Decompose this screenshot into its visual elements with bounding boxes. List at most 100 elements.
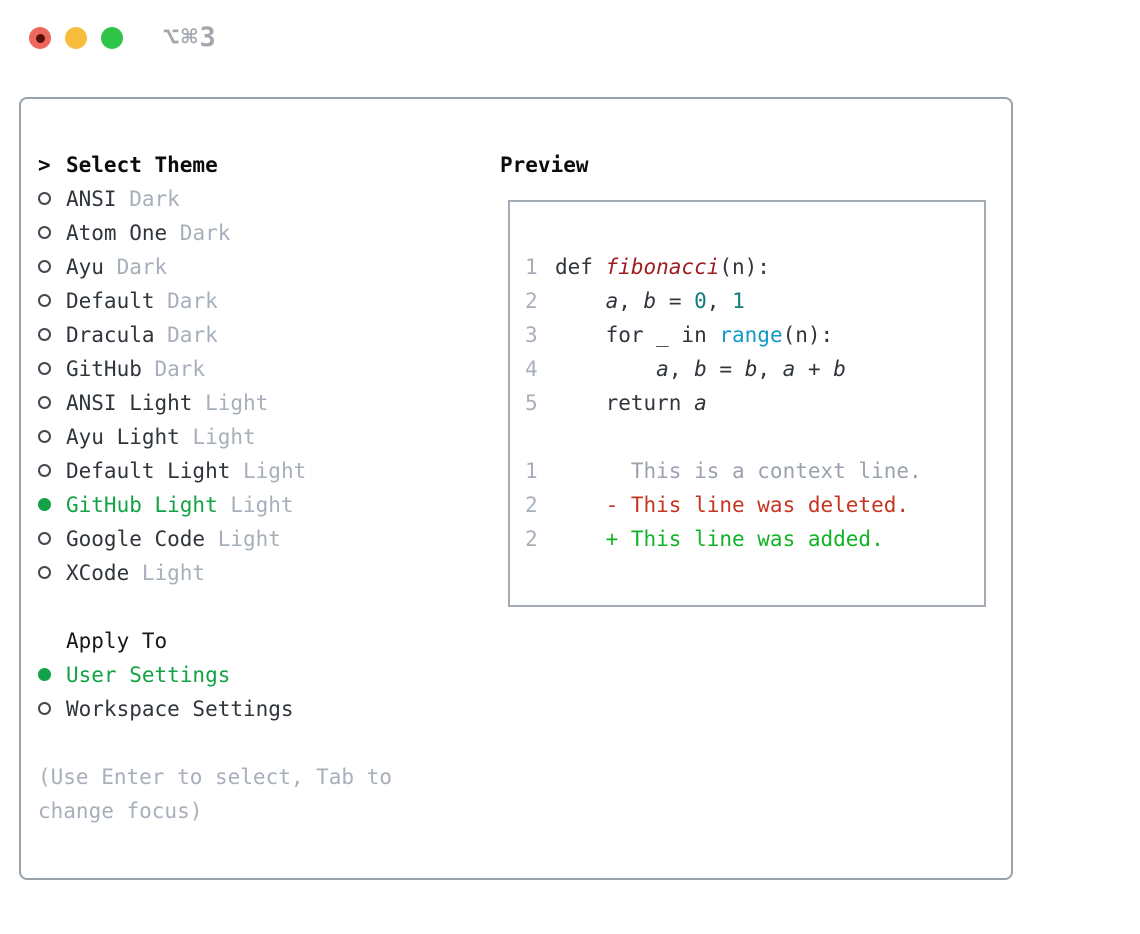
theme-variant: Light — [217, 493, 294, 517]
radio-selected-icon — [38, 667, 51, 681]
zoom-button-icon[interactable] — [101, 27, 123, 49]
theme-name: ANSI — [66, 187, 117, 211]
theme-variant: Light — [230, 459, 307, 483]
preview-line-code: 4 a, b = b, a + b — [525, 352, 984, 386]
theme-name: GitHub — [66, 357, 142, 381]
hint-line-1: (Use Enter to select, Tab to — [38, 765, 393, 789]
theme-radio — [38, 284, 66, 318]
theme-name: Atom One — [66, 221, 168, 245]
token-code: + — [795, 357, 834, 381]
hint-line-2: change focus) — [38, 799, 203, 823]
theme-variant: Light — [205, 527, 281, 551]
token-context: This is a context line. — [555, 459, 922, 483]
theme-radio — [38, 556, 66, 590]
preview-line-code: 1 def fibonacci(n): — [525, 250, 984, 284]
theme-name: Default Light — [66, 459, 231, 483]
theme-option-dracula-dark[interactable]: Dracula Dark — [38, 318, 392, 352]
theme-name: Ayu — [66, 255, 104, 279]
token-code: def — [555, 255, 606, 279]
token-code: , — [668, 357, 695, 381]
token-var: b — [643, 289, 657, 313]
line-number: 4 — [525, 357, 538, 381]
token-var: a — [694, 391, 707, 415]
theme-radio — [38, 318, 66, 352]
token-added: + This line was added. — [555, 527, 884, 551]
theme-option-ansi-light-light[interactable]: ANSI Light Light — [38, 386, 392, 420]
theme-name: Default — [66, 289, 155, 313]
radio-icon — [38, 429, 51, 443]
theme-variant: Dark — [141, 357, 206, 381]
theme-radio — [38, 352, 66, 386]
theme-radio — [38, 488, 66, 522]
token-var: b — [833, 357, 846, 381]
theme-radio — [38, 420, 66, 454]
token-code — [555, 289, 606, 313]
apply-radio — [38, 692, 66, 726]
preview-title: Preview — [500, 153, 589, 177]
radio-icon — [38, 565, 51, 579]
theme-option-ansi-dark[interactable]: ANSI Dark — [38, 182, 392, 216]
radio-icon — [38, 259, 51, 273]
radio-icon — [38, 531, 51, 545]
apply-to-header: Apply To — [38, 624, 392, 658]
radio-selected-icon — [38, 497, 51, 511]
titlebar: ⌥⌘3 — [29, 24, 218, 51]
token-code: (n): — [719, 255, 770, 279]
radio-icon — [38, 191, 51, 205]
apply-option-user-settings[interactable]: User Settings — [38, 658, 392, 692]
line-number: 3 — [525, 323, 538, 347]
minimize-button-icon[interactable] — [65, 27, 87, 49]
theme-option-xcode-light[interactable]: XCode Light — [38, 556, 392, 590]
preview-line-blank — [525, 420, 984, 454]
theme-option-default-light-light[interactable]: Default Light Light — [38, 454, 392, 488]
theme-variant: Light — [129, 561, 206, 585]
preview-line-deleted: 2 - This line was deleted. — [525, 488, 984, 522]
close-button-icon[interactable] — [29, 27, 51, 49]
theme-variant: Light — [179, 425, 256, 449]
token-var: b — [744, 357, 758, 381]
theme-name: Ayu Light — [66, 425, 180, 449]
apply-option-label: User Settings — [66, 663, 231, 687]
apply-option-workspace-settings[interactable]: Workspace Settings — [38, 692, 392, 726]
theme-option-github-dark[interactable]: GitHub Dark — [38, 352, 392, 386]
line-number: 1 — [525, 255, 538, 279]
preview-line-code: 2 a, b = 0, 1 — [525, 284, 984, 318]
theme-option-ayu-light-light[interactable]: Ayu Light Light — [38, 420, 392, 454]
radio-icon — [38, 463, 51, 477]
radio-icon — [38, 327, 51, 341]
theme-option-atom-one-dark[interactable]: Atom One Dark — [38, 216, 392, 250]
close-dot-icon — [35, 33, 45, 43]
line-number: 2 — [525, 493, 538, 517]
token-num: 0 — [694, 289, 707, 313]
theme-variant: Dark — [116, 187, 180, 211]
theme-option-google-code-light[interactable]: Google Code Light — [38, 522, 392, 556]
token-func: fibonacci — [605, 255, 720, 279]
apply-radio — [38, 658, 66, 692]
token-code — [555, 357, 656, 381]
preview-line-code: 3 for _ in range(n): — [525, 318, 984, 352]
token-code: , — [706, 289, 733, 313]
theme-variant: Dark — [154, 323, 218, 347]
apply-to-label: Apply To — [66, 629, 168, 653]
token-var: b — [694, 357, 707, 381]
preview-line-context: 1 This is a context line. — [525, 454, 984, 488]
theme-option-ayu-dark[interactable]: Ayu Dark — [38, 250, 392, 284]
token-code: = — [706, 357, 745, 381]
theme-option-default-dark[interactable]: Default Dark — [38, 284, 392, 318]
radio-icon — [38, 395, 51, 409]
theme-variant: Dark — [103, 255, 168, 279]
radio-icon — [38, 701, 51, 715]
theme-radio — [38, 250, 66, 284]
theme-radio — [38, 182, 66, 216]
token-code: return — [555, 391, 695, 415]
theme-variant: Dark — [154, 289, 218, 313]
theme-name: GitHub Light — [66, 493, 218, 517]
token-var: a — [605, 289, 619, 313]
token-code: (n): — [782, 323, 834, 347]
token-var: a — [656, 357, 669, 381]
theme-variant: Dark — [167, 221, 231, 245]
theme-option-github-light-light[interactable]: GitHub Light Light — [38, 488, 392, 522]
theme-radio — [38, 522, 66, 556]
